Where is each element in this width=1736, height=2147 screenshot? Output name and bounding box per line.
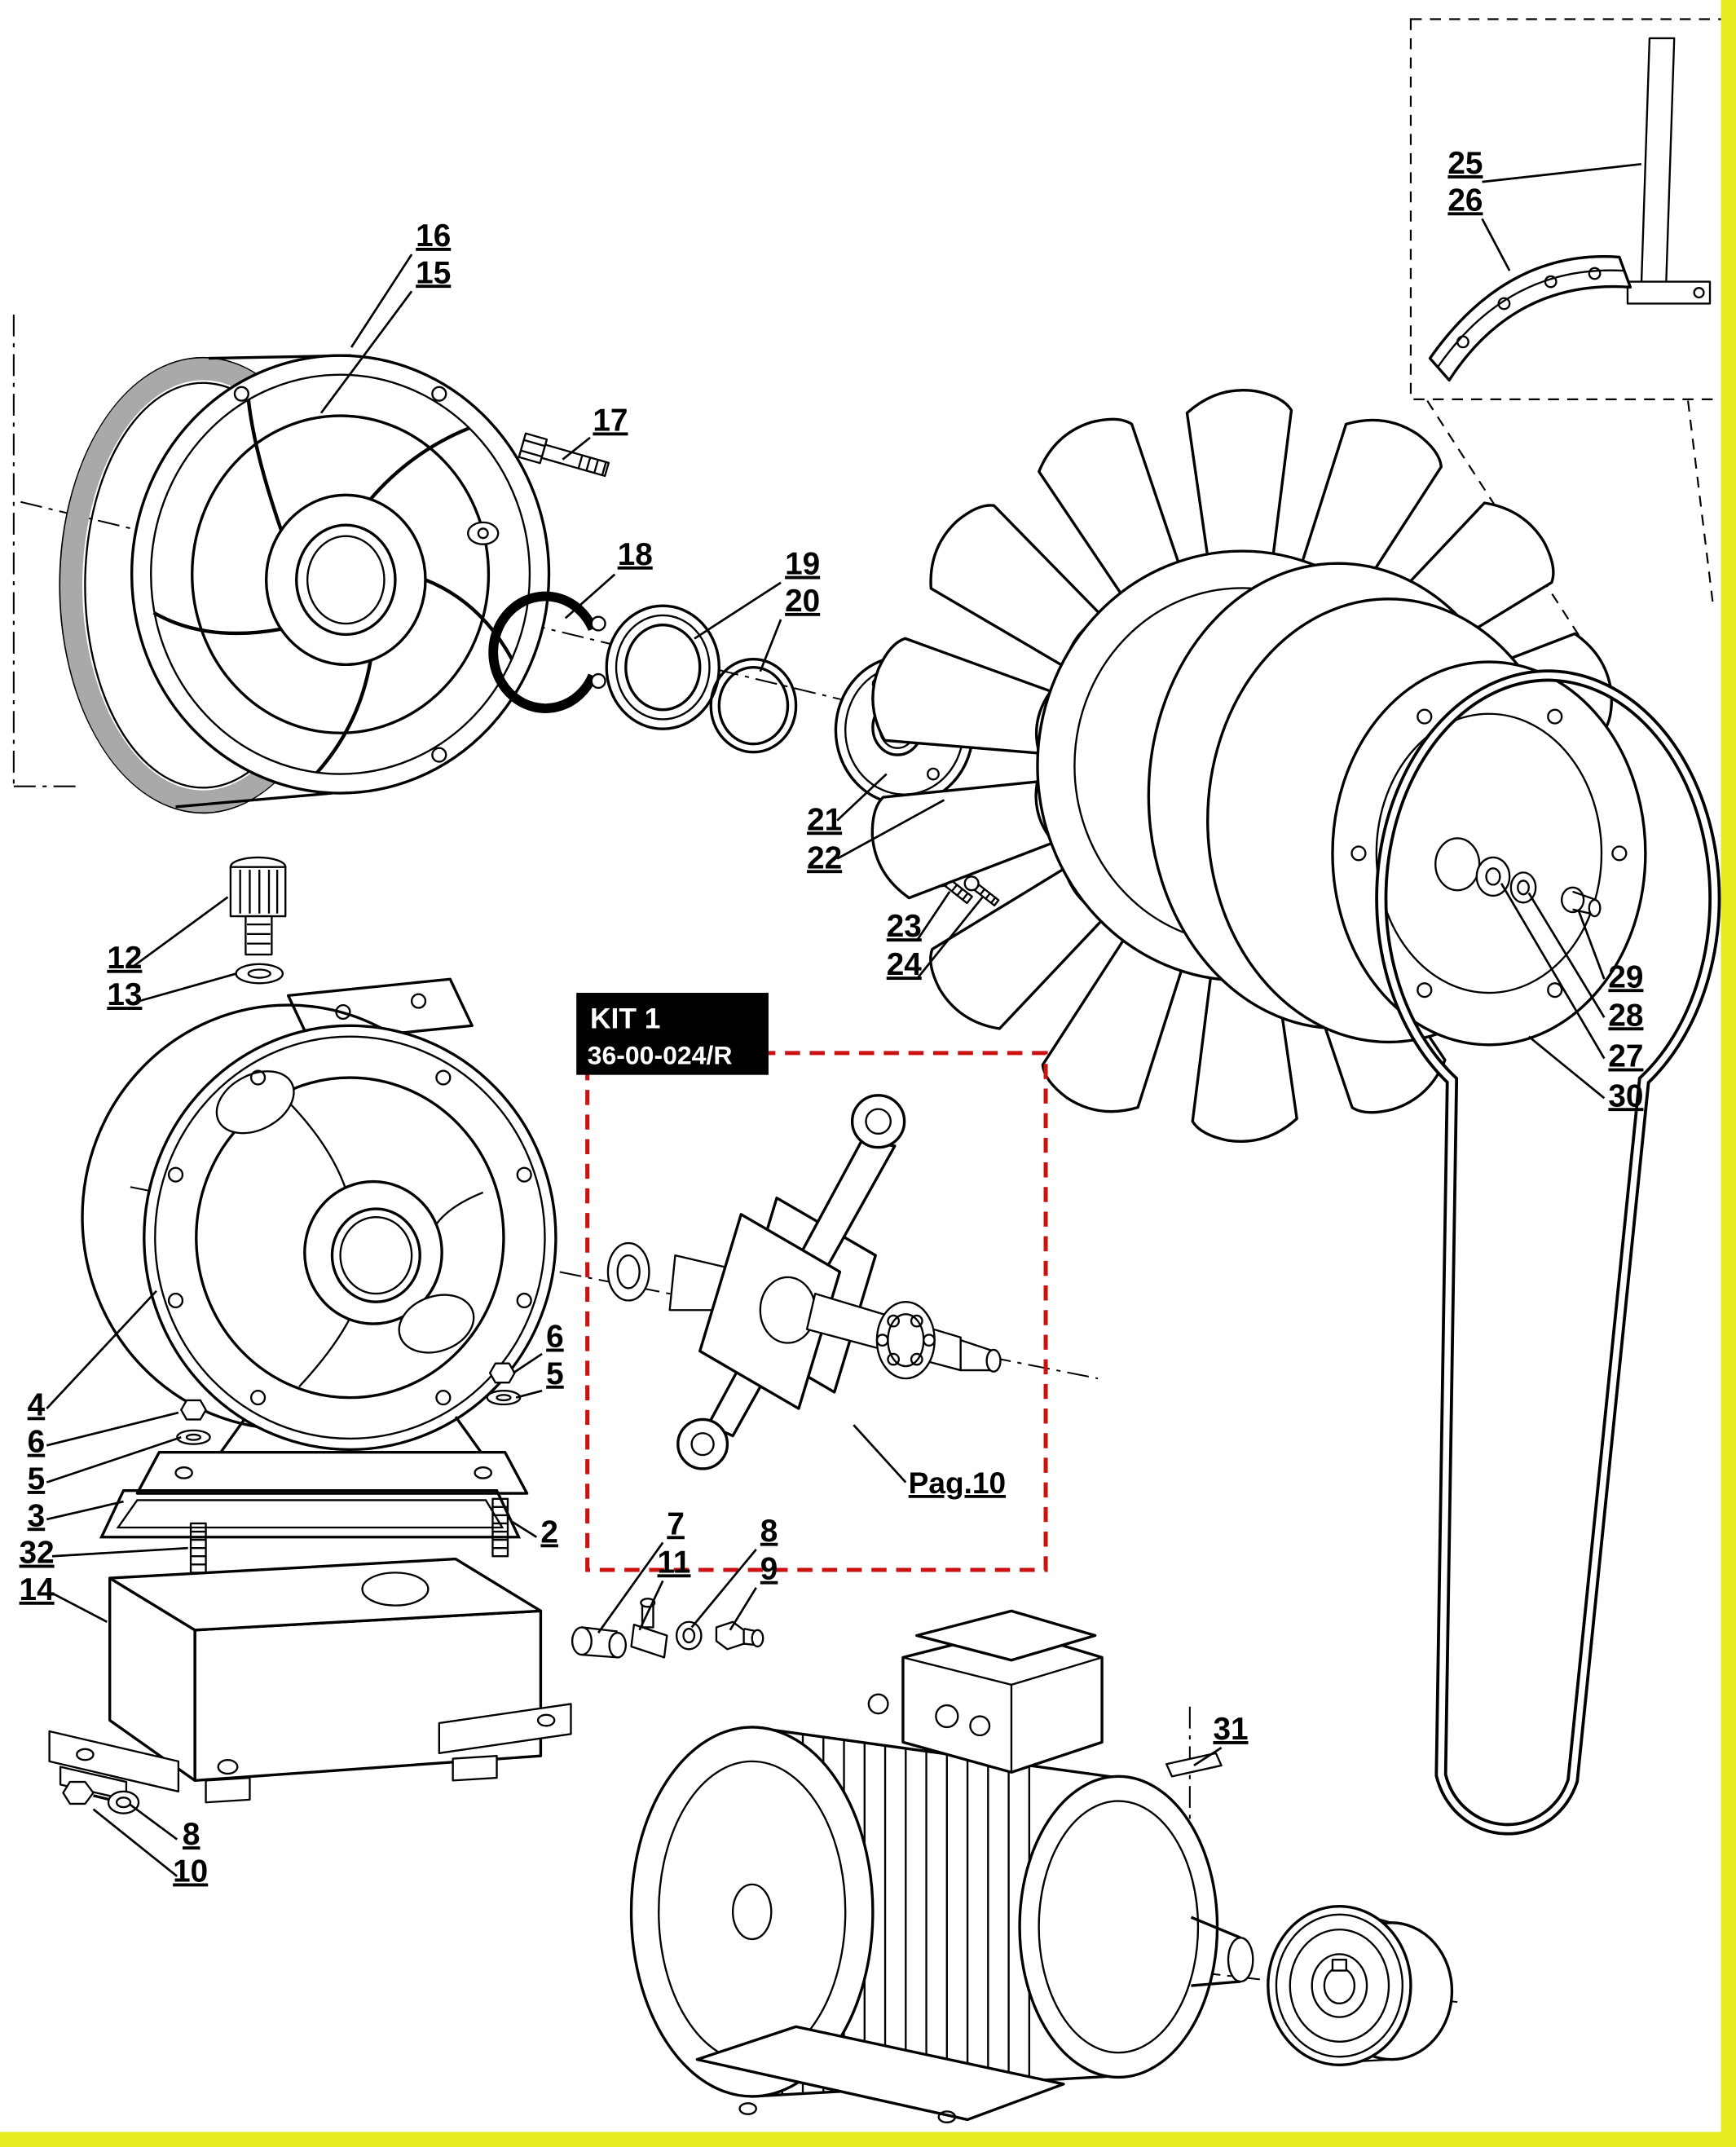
bell-housing	[81, 856, 557, 1585]
callout-3: 3	[28, 1498, 46, 1533]
gasket-3	[99, 1489, 522, 1539]
crankshaft-assembly	[606, 1094, 1002, 1470]
callout-28: 28	[1608, 998, 1643, 1033]
callout-19: 19	[785, 547, 820, 582]
callout-6a: 6	[28, 1425, 46, 1460]
washer-13	[235, 963, 284, 985]
callout-29: 29	[1608, 959, 1643, 994]
callout-2: 2	[540, 1515, 558, 1550]
callout-4: 4	[28, 1387, 46, 1422]
callout-11: 11	[658, 1545, 691, 1580]
kit-label-line2: 36-00-024/R	[588, 1040, 733, 1069]
callout-7: 7	[667, 1506, 685, 1541]
callout-5a: 5	[28, 1461, 46, 1497]
page-ref: Pag.10	[909, 1466, 1006, 1500]
callout-8a: 8	[760, 1514, 778, 1549]
base-tank	[48, 1557, 572, 1814]
callout-22: 22	[807, 840, 842, 875]
o-ring-20	[709, 657, 798, 754]
washer-8	[675, 1620, 703, 1651]
callout-5b: 5	[546, 1356, 564, 1391]
washer-10	[107, 1790, 140, 1814]
plug-9	[715, 1620, 764, 1651]
terminal-box	[901, 1609, 1104, 1774]
drum-assembly	[59, 354, 551, 814]
hub-bolt-29	[1560, 886, 1602, 918]
callout-10: 10	[173, 1854, 208, 1889]
bolt-17	[518, 432, 610, 478]
callout-labels: 16 15 17 18 19 20 21 22 23 24 25 26 12 1…	[20, 146, 1644, 1889]
callout-16: 16	[416, 218, 451, 253]
callout-12: 12	[107, 941, 142, 976]
washer-5-right	[486, 1390, 522, 1406]
valve-11	[630, 1598, 668, 1659]
callout-8b: 8	[183, 1817, 200, 1852]
callout-9: 9	[760, 1552, 778, 1587]
callout-27: 27	[1608, 1039, 1643, 1074]
bolt-8-bottom	[62, 1780, 111, 1805]
callout-14: 14	[20, 1572, 55, 1607]
callout-13: 13	[107, 977, 142, 1012]
callout-24: 24	[887, 947, 923, 982]
edge-stripe-right	[1721, 0, 1736, 2147]
screw-24	[963, 875, 1000, 907]
fittings-row	[571, 1598, 764, 1659]
callout-32: 32	[20, 1536, 55, 1571]
ring-19	[605, 604, 720, 730]
callout-26: 26	[1447, 183, 1483, 218]
callout-30: 30	[1608, 1078, 1643, 1113]
leader-lines	[46, 162, 1641, 1877]
callout-18: 18	[618, 537, 653, 572]
motor-pulley	[1267, 1905, 1454, 2067]
motor-shaft	[1190, 1916, 1254, 1987]
kit-label-line1: KIT 1	[590, 1003, 660, 1035]
washer-5-left	[176, 1429, 211, 1445]
fitting-7	[571, 1626, 627, 1659]
kit-area: KIT 1 36-00-024/R Pag.10	[576, 993, 1048, 1572]
callout-25: 25	[1447, 146, 1483, 181]
callout-31: 31	[1213, 1712, 1248, 1747]
callout-15: 15	[416, 255, 451, 290]
nut-6-right	[488, 1362, 516, 1384]
nut-6-left	[180, 1399, 207, 1421]
breather-plug-12	[229, 856, 287, 956]
circlip-18	[488, 591, 606, 713]
electric-motor	[629, 1609, 1254, 2123]
callout-20: 20	[785, 584, 820, 619]
callout-17: 17	[593, 403, 628, 439]
kit-label-box: KIT 1 36-00-024/R	[576, 993, 769, 1075]
edge-stripe-bottom	[0, 2132, 1736, 2147]
v-belt	[1375, 669, 1721, 1836]
crank-bearing	[875, 1301, 936, 1380]
callout-21: 21	[807, 802, 842, 837]
crank-left-bushing	[606, 1241, 650, 1302]
callout-6b: 6	[546, 1320, 564, 1355]
fan-hub	[1147, 562, 1647, 1047]
callout-23: 23	[887, 909, 922, 944]
